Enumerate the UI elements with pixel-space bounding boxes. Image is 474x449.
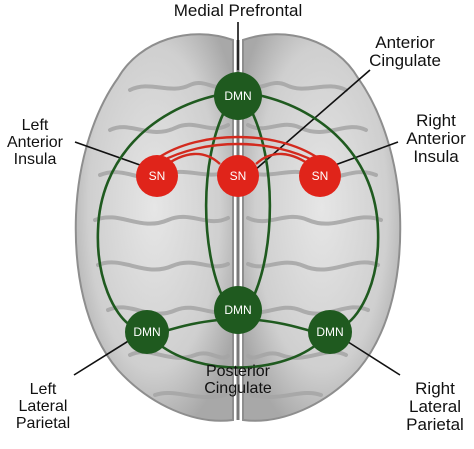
sn-edge-left-right-arc2 bbox=[159, 142, 317, 164]
dmn-node-left-lateral-parietal: DMN bbox=[125, 310, 169, 354]
label-medial-prefrontal: Medial Prefrontal bbox=[173, 1, 303, 20]
dmn-edge-mpfc-pcc-left bbox=[204, 109, 227, 301]
sn-node-circle bbox=[136, 155, 178, 197]
dmn-edge-left-right-parietal bbox=[159, 343, 317, 369]
dmn-node-label: DMN bbox=[224, 303, 251, 317]
leader-right-anterior-insula bbox=[334, 141, 399, 166]
dmn-node-circle bbox=[125, 310, 169, 354]
sn-node-anterior-cingulate: SN bbox=[217, 155, 259, 197]
label-anterior-cingulate: Anterior Cingulate bbox=[369, 33, 441, 70]
sn-node-label: SN bbox=[149, 169, 166, 183]
sn-node-right-anterior-insula: SN bbox=[299, 155, 341, 197]
sn-node-label: SN bbox=[230, 169, 247, 183]
sn-node-circle bbox=[299, 155, 341, 197]
sn-edge-left-right-top bbox=[157, 135, 319, 159]
label-posterior-cingulate: Posterior Cingulate bbox=[204, 363, 272, 397]
dmn-edge-mpfc-left-parietal bbox=[96, 93, 219, 327]
sn-node-label: SN bbox=[312, 169, 329, 183]
dmn-node-circle bbox=[214, 72, 262, 120]
leader-left-lateral-parietal bbox=[73, 339, 131, 376]
dmn-edge-mpfc-right-parietal bbox=[257, 93, 380, 327]
dmn-node-label: DMN bbox=[133, 325, 160, 339]
label-right-lateral-parietal: Right Lateral Parietal bbox=[406, 379, 464, 434]
dmn-node-medial-prefrontal: DMN bbox=[214, 72, 262, 120]
label-right-anterior-insula: Right Anterior Insula bbox=[406, 111, 466, 166]
dmn-node-posterior-cingulate: DMN bbox=[214, 286, 262, 334]
dmn-node-label: DMN bbox=[316, 325, 343, 339]
dmn-node-right-lateral-parietal: DMN bbox=[308, 310, 352, 354]
leader-right-lateral-parietal bbox=[344, 339, 401, 376]
sn-node-circle bbox=[217, 155, 259, 197]
label-left-anterior-insula: Left Anterior Insula bbox=[6, 117, 64, 168]
dmn-edge-mpfc-pcc-right bbox=[249, 109, 272, 301]
leader-left-anterior-insula bbox=[74, 141, 141, 166]
dmn-node-circle bbox=[308, 310, 352, 354]
label-left-lateral-parietal: Left Lateral Parietal bbox=[15, 381, 71, 432]
dmn-node-label: DMN bbox=[224, 89, 251, 103]
sn-node-left-anterior-insula: SN bbox=[136, 155, 178, 197]
dmn-node-circle bbox=[214, 286, 262, 334]
